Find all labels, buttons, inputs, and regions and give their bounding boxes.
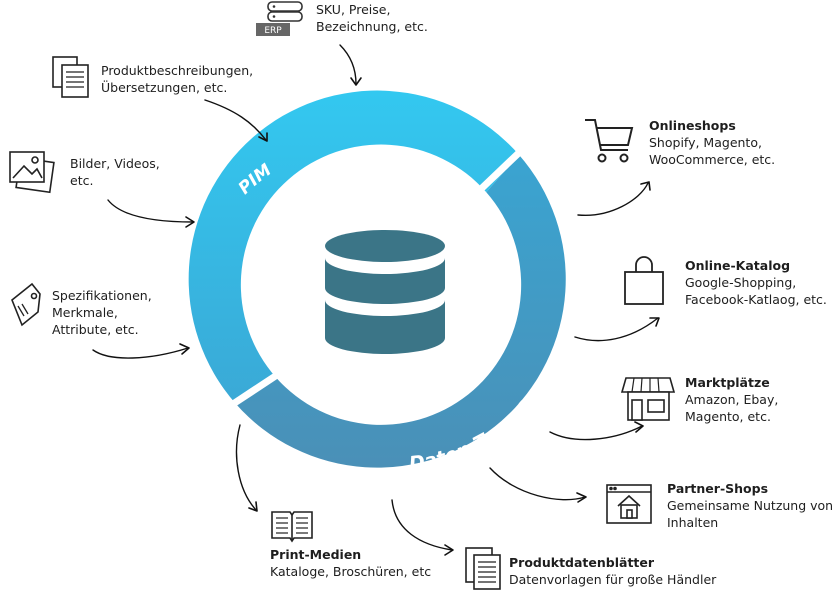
ring-separator-left bbox=[228, 370, 282, 409]
arrow-specs bbox=[92, 347, 189, 359]
output-label-print-medien: Print-Medien Kataloge, Broschüren, etc bbox=[270, 547, 432, 579]
ring-segment-transformation bbox=[235, 154, 566, 468]
ring-separator-right bbox=[479, 144, 528, 191]
erp-badge: ERP bbox=[264, 26, 282, 36]
store-icon bbox=[620, 377, 676, 421]
output-label-produktdatenblaetter: Produktdatenblätter Datenvorlagen für gr… bbox=[509, 555, 717, 587]
datasheet-icon bbox=[465, 547, 501, 590]
arrowhead-partner-shops bbox=[576, 492, 587, 503]
arrowhead-online-katalog bbox=[649, 317, 660, 327]
input-label-descriptions: Produktbeschreibungen, Übersetzungen, et… bbox=[101, 63, 254, 95]
arrow-print-medien bbox=[235, 424, 257, 511]
images-icon bbox=[9, 151, 55, 194]
arrow-media bbox=[107, 199, 194, 223]
arrowhead-marktplaetze bbox=[634, 421, 644, 433]
open-book-icon bbox=[271, 511, 313, 543]
arrowhead-print-medien bbox=[248, 501, 258, 512]
arrowhead-produktdatenblaetter bbox=[444, 544, 454, 556]
server-icon: ERP bbox=[256, 1, 303, 36]
output-label-marktplaetze: Marktplätze Amazon, Ebay, Magento, etc. bbox=[685, 375, 779, 424]
arrow-erp bbox=[339, 44, 357, 85]
output-label-onlineshops: Onlineshops Shopify, Magento, WooCommerc… bbox=[649, 118, 776, 167]
output-label-online-katalog: Online-Katalog Google-Shopping, Facebook… bbox=[685, 258, 827, 307]
arrow-online-katalog bbox=[574, 317, 659, 342]
arrowhead-media bbox=[185, 216, 195, 228]
shopping-cart-icon bbox=[585, 119, 634, 163]
arrowhead-onlineshops bbox=[640, 181, 651, 191]
browser-home-icon bbox=[606, 484, 652, 524]
documents-icon bbox=[52, 56, 89, 98]
arrow-onlineshops bbox=[577, 182, 649, 216]
arrowhead-descriptions bbox=[258, 132, 268, 142]
input-label-specs: Spezifikationen, Merkmale, Attribute, et… bbox=[52, 288, 152, 337]
arrow-produktdatenblaetter bbox=[391, 499, 453, 551]
output-label-partner-shops: Partner-Shops Gemeinsame Nutzung von Inh… bbox=[667, 481, 834, 530]
shopping-bag-icon bbox=[624, 256, 664, 305]
arrowhead-erp bbox=[350, 77, 362, 86]
input-label-media: Bilder, Videos, etc. bbox=[70, 156, 160, 188]
database-icon bbox=[325, 230, 445, 354]
tag-icon bbox=[11, 282, 41, 327]
arrow-partner-shops bbox=[489, 467, 586, 501]
arrowhead-specs bbox=[179, 343, 190, 355]
arrow-descriptions bbox=[204, 99, 267, 141]
ring-segment-pim bbox=[188, 90, 519, 404]
arrow-marktplaetze bbox=[549, 425, 643, 441]
input-label-erp: SKU, Preise, Bezeichnung, etc. bbox=[316, 2, 428, 34]
